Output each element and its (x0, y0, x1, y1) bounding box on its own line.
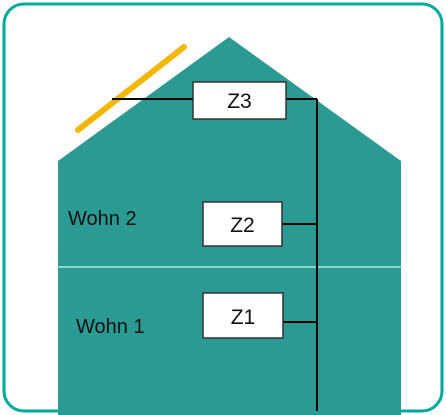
floor-lower-label: Wohn 1 (76, 316, 145, 338)
wiring (112, 98, 318, 411)
meter-z2-box (202, 201, 283, 247)
meter-z3-label: Z3 (227, 90, 252, 113)
meter-z3-box (192, 81, 287, 120)
meter-z2: Z2 (202, 201, 283, 247)
floor-lower (58, 267, 401, 415)
meter-z1-box (202, 292, 284, 339)
meter-z2-label: Z2 (230, 214, 255, 237)
meter-z3: Z3 (192, 81, 287, 120)
solar-panel-icon (75, 44, 187, 133)
meter-z1: Z1 (202, 292, 284, 339)
meter-z1-label: Z1 (231, 306, 256, 329)
floor-upper-label: Wohn 2 (68, 208, 137, 230)
